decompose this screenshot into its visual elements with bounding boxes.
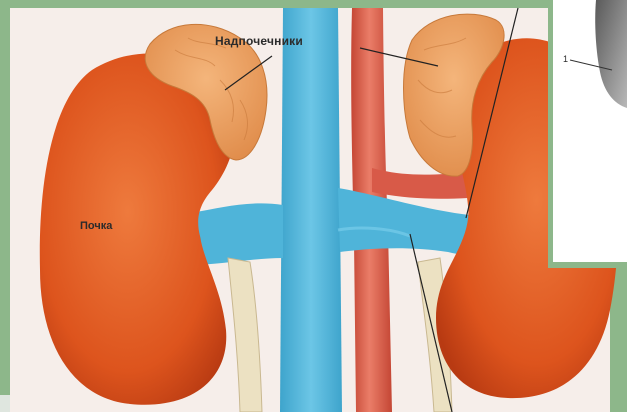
vena-cava: [280, 8, 342, 412]
inset-number-label: 1: [563, 54, 568, 64]
adrenal-glands-label: Надпочечники: [215, 34, 303, 48]
edge-artifact: [0, 395, 10, 412]
kidney-label: Почка: [80, 220, 112, 232]
